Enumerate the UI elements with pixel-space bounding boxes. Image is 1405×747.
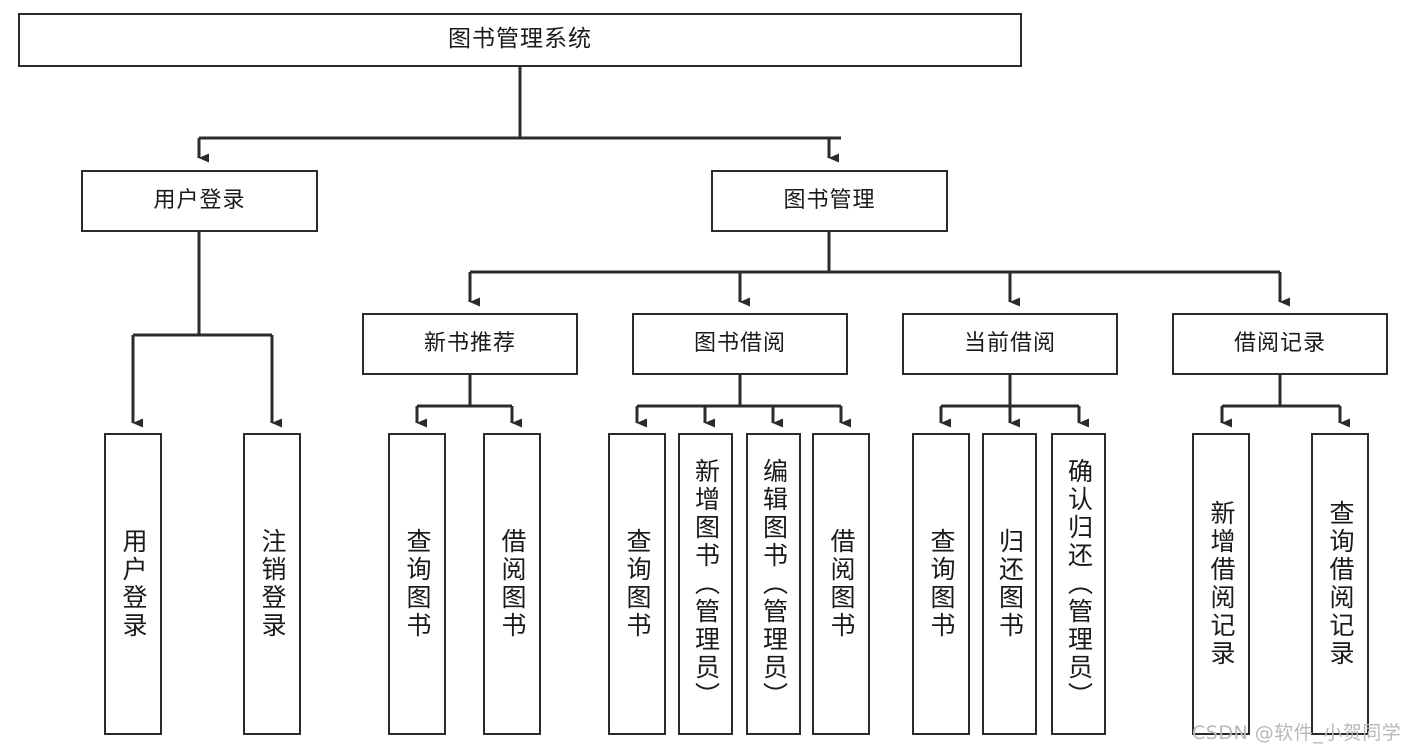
leaf-current-query-books[interactable]: 查询图书 [912,433,970,735]
node-label: 新书推荐 [423,330,516,356]
leaf-borrow-add-book-admin[interactable]: 新增图书（管理员） [678,433,733,735]
node-label: 当前借阅 [963,330,1056,356]
node-root-book-management-system[interactable]: 图书管理系统 [18,13,1022,67]
leaf-new-books-borrow-books[interactable]: 借阅图书 [483,433,541,735]
node-label: 注销登录 [258,528,287,640]
node-label: 借阅图书 [498,528,527,640]
node-label: 用户登录 [119,528,148,640]
node-label: 查询图书 [623,528,652,640]
leaf-new-books-query-books[interactable]: 查询图书 [388,433,446,735]
node-new-book-recommendation[interactable]: 新书推荐 [362,313,578,375]
node-book-borrowing[interactable]: 图书借阅 [632,313,848,375]
node-label: 新增图书（管理员） [691,458,721,710]
leaf-user-login-sign-out[interactable]: 注销登录 [243,433,301,735]
csdn-watermark: CSDN @软件_小贺同学 [1192,722,1402,744]
node-borrowing-records[interactable]: 借阅记录 [1172,313,1388,375]
node-label: 用户登录 [153,187,246,213]
node-label: 编辑图书（管理员） [759,458,789,710]
leaf-current-confirm-return-admin[interactable]: 确认归还（管理员） [1051,433,1106,735]
leaf-user-login-sign-in[interactable]: 用户登录 [104,433,162,735]
node-label: 新增借阅记录 [1207,500,1236,668]
node-label: 查询借阅记录 [1326,500,1355,668]
node-label: 图书借阅 [693,330,786,356]
node-current-borrowing[interactable]: 当前借阅 [902,313,1118,375]
node-label: 查询图书 [927,528,956,640]
node-label: 图书管理 [783,187,876,213]
leaf-records-query-record[interactable]: 查询借阅记录 [1311,433,1369,735]
node-label: 图书管理系统 [448,26,592,53]
leaf-current-return-books[interactable]: 归还图书 [982,433,1037,735]
node-label: 借阅图书 [827,528,856,640]
node-label: 借阅记录 [1233,330,1326,356]
leaf-borrow-edit-book-admin[interactable]: 编辑图书（管理员） [746,433,801,735]
leaf-borrow-borrow-books[interactable]: 借阅图书 [812,433,870,735]
node-label: 归还图书 [995,528,1025,640]
node-user-login[interactable]: 用户登录 [81,170,318,232]
node-label: 查询图书 [403,528,432,640]
node-label: 确认归还（管理员） [1064,458,1094,710]
node-book-management[interactable]: 图书管理 [711,170,948,232]
leaf-borrow-query-books[interactable]: 查询图书 [608,433,666,735]
leaf-records-add-record[interactable]: 新增借阅记录 [1192,433,1250,735]
